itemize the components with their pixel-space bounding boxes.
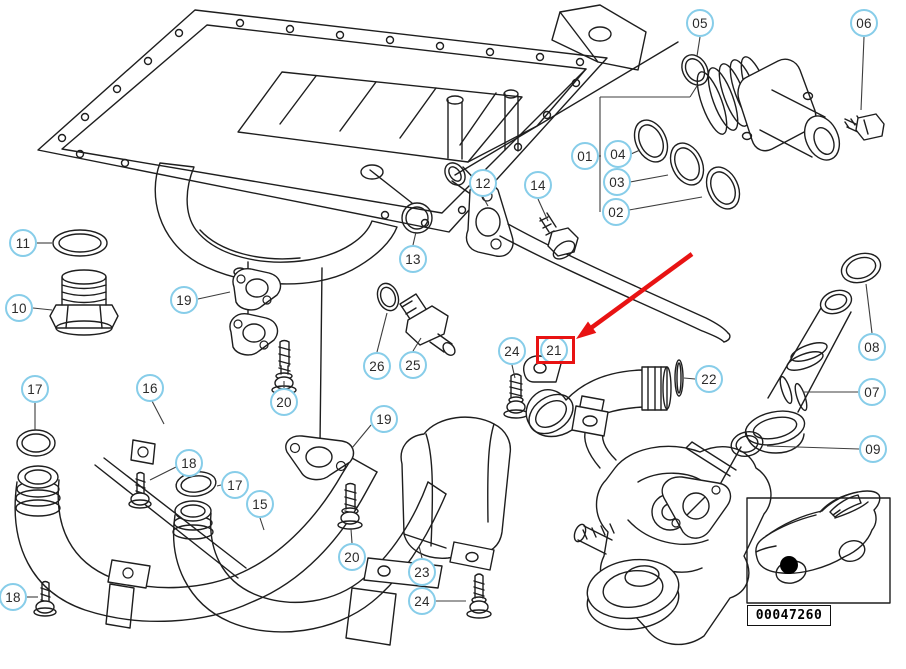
part-oring-11 (52, 229, 108, 257)
callout-11[interactable]: 11 (9, 229, 37, 257)
callout-07[interactable]: 07 (858, 378, 886, 406)
part-oring-26 (376, 282, 400, 312)
callout-24[interactable]: 24 (408, 587, 436, 615)
car-silhouette (755, 490, 881, 584)
callout-22[interactable]: 22 (695, 365, 723, 393)
part-orings-02-03-04 (633, 119, 741, 210)
part-filter-housing (696, 56, 841, 161)
part-number: 00047260 (755, 608, 823, 623)
part-number-label: 00047260 (747, 605, 831, 626)
part-oring-22 (674, 359, 684, 397)
callout-24[interactable]: 24 (498, 337, 526, 365)
highlight-box (536, 336, 575, 364)
part-pipe-16 (14, 457, 378, 623)
callout-18[interactable]: 18 (0, 583, 27, 611)
callout-04[interactable]: 04 (604, 140, 632, 168)
callout-26[interactable]: 26 (363, 352, 391, 380)
part-flange-19b (285, 435, 355, 481)
callout-16[interactable]: 16 (136, 374, 164, 402)
part-bolt-18b (33, 580, 57, 617)
callout-09[interactable]: 09 (859, 435, 887, 463)
callout-02[interactable]: 02 (602, 198, 630, 226)
callout-17[interactable]: 17 (21, 375, 49, 403)
part-flange-19a (229, 268, 282, 356)
part-oring-05 (681, 54, 709, 86)
part-pipe-07 (744, 289, 853, 454)
callout-25[interactable]: 25 (399, 351, 427, 379)
part-bolt-14 (539, 212, 579, 260)
part-oring-13 (401, 202, 433, 234)
part-cover-23 (400, 416, 512, 571)
callout-19[interactable]: 19 (370, 405, 398, 433)
callout-18[interactable]: 18 (175, 449, 203, 477)
callout-19[interactable]: 19 (170, 286, 198, 314)
callout-05[interactable]: 05 (686, 9, 714, 37)
part-oring-08 (840, 252, 882, 284)
callout-17[interactable]: 17 (221, 471, 249, 499)
part-oil-pan (37, 4, 647, 285)
part-plug-10 (49, 269, 119, 336)
callout-15[interactable]: 15 (246, 490, 274, 518)
callout-08[interactable]: 08 (858, 333, 886, 361)
callout-13[interactable]: 13 (399, 245, 427, 273)
part-bolt-18a (128, 471, 152, 509)
car-inset (746, 490, 891, 604)
part-oil-pump (571, 395, 772, 646)
callout-23[interactable]: 23 (408, 558, 436, 586)
part-fitting-25 (399, 293, 456, 356)
part-bolt-20b (337, 482, 363, 530)
callout-20[interactable]: 20 (338, 543, 366, 571)
callout-03[interactable]: 03 (603, 168, 631, 196)
location-dot (780, 556, 798, 574)
callout-20[interactable]: 20 (270, 388, 298, 416)
callout-12[interactable]: 12 (469, 169, 497, 197)
callout-10[interactable]: 10 (5, 294, 33, 322)
part-bolt-24a (503, 373, 529, 419)
callout-14[interactable]: 14 (524, 171, 552, 199)
part-bolt-24b (466, 573, 492, 619)
callout-06[interactable]: 06 (850, 9, 878, 37)
callout-01[interactable]: 01 (571, 142, 599, 170)
part-oring-17a (16, 429, 56, 457)
part-bolt-06 (844, 113, 885, 141)
